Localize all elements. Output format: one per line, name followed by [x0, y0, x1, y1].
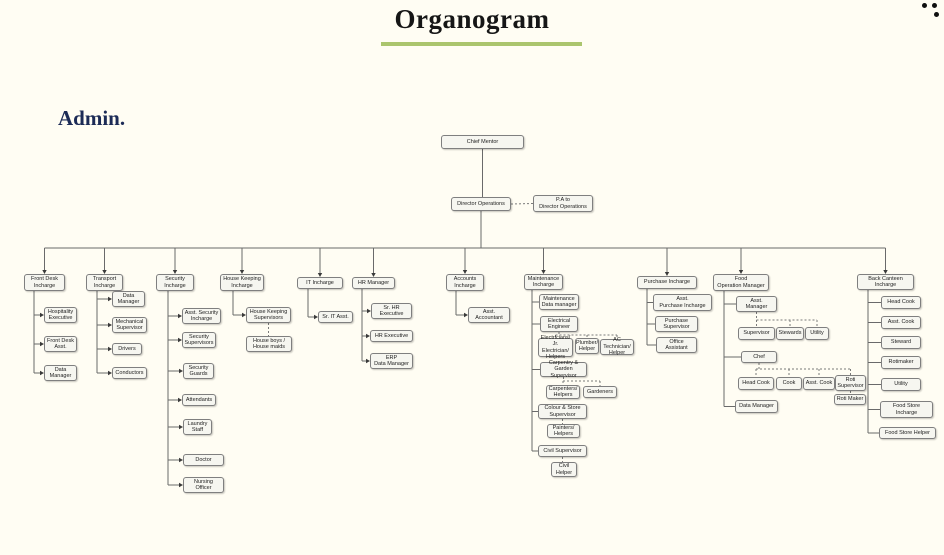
org-node-roti-supervisor: Roti Supervisor [835, 375, 866, 391]
org-node-maintenance-incharge: Maintenance Incharge [524, 274, 563, 290]
org-node-nursing-officer: Nursing Officer [183, 477, 224, 493]
org-node-civil-helper: Civil Helper [551, 462, 577, 477]
org-node-sr-it-asst: Sr. IT Asst. [318, 311, 353, 323]
org-node-carpenters-helpers: Carpenters/ Helpers [546, 385, 580, 399]
org-node-laundry-staff: Laundry Staff [183, 419, 212, 435]
more-options-dot-icon[interactable] [922, 3, 927, 8]
org-node-accounts-incharge: Accounts Incharge [446, 274, 484, 291]
org-node-food-data-manager: Data Manager [735, 400, 778, 413]
org-node-civil-supervisor: Civil Supervisor [538, 445, 587, 457]
org-node-painters-helpers: Painters/ Helpers [547, 424, 580, 438]
org-node-housekeeping-supervisors: House Keeping Supervisors [246, 307, 291, 323]
more-options-dot-icon[interactable] [934, 12, 939, 17]
org-node-security-incharge: Security Incharge [156, 274, 194, 291]
org-node-bc-head-cook: Head Cook [881, 296, 921, 309]
org-node-food-asst-manager: Asst. Manager [736, 296, 777, 312]
org-node-hospitality-executive: Hospitality Executive [44, 307, 77, 323]
org-node-food-head-cook: Head Cook [738, 377, 774, 390]
org-node-bc-asst-cook: Asst. Cook [881, 316, 921, 329]
org-node-sr-hr-executive: Sr. HR Executive [371, 303, 412, 319]
org-node-doctor: Doctor [183, 454, 224, 466]
org-node-drivers: Drivers [112, 343, 142, 355]
org-node-hr-manager: HR Manager [352, 277, 395, 289]
org-node-security-guards: Security Guards [183, 363, 214, 379]
org-node-hr-executive: HR Executive [370, 330, 413, 342]
org-node-chef: Chef [741, 351, 777, 363]
org-node-colour-store-supervisor: Colour & Store Supervisor [538, 404, 587, 419]
org-node-asst-accountant: Asst. Accountant [468, 307, 510, 323]
org-node-office-assistant: Office Assistant [656, 337, 697, 353]
org-node-conductors: Conductors [112, 367, 147, 379]
org-node-back-canteen-incharge: Back Canteen Incharge [857, 274, 914, 290]
org-node-chief-mentor: Chief Mentor [441, 135, 524, 149]
org-node-mechanical-supervisor: Mechanical Supervisor [112, 317, 147, 333]
org-node-erp-data-manager: ERP Data Manager [370, 353, 413, 369]
org-node-security-supervisors: Security Supervisors [182, 332, 216, 348]
page-title: Organogram [394, 4, 550, 34]
org-node-ac-technician-helper: AC Technician/ Helper [600, 337, 634, 356]
org-node-food-operation-manager: Food Operation Manager [713, 274, 769, 291]
org-node-transport-incharge: Transport Incharge [86, 274, 123, 291]
org-node-fd-data-manager: Data Manager [44, 365, 77, 381]
org-node-front-desk-incharge: Front Desk Incharge [24, 274, 65, 291]
org-node-tr-data-manager: Data Manager [112, 291, 145, 307]
org-node-purchase-incharge: Purchase Incharge [637, 276, 697, 289]
org-node-food-supervisor: Supervisor [738, 327, 775, 340]
org-node-housekeeping-incharge: House Keeping Incharge [220, 274, 264, 291]
org-node-purchase-supervisor: Purchase Supervisor [655, 316, 698, 332]
org-node-bc-rotimaker: Rotimaker [881, 356, 921, 369]
org-node-pa-to-director: P.A to Director Operations [533, 195, 593, 212]
org-node-attendants: Attendants [182, 394, 216, 406]
org-node-maintenance-data-manager: Maintenance Data manager [539, 294, 579, 310]
section-label-admin: Admin. [58, 106, 126, 130]
org-node-carpentry-garden-supervisor: Carpentry & Garden Supervisor [540, 360, 587, 379]
org-node-plumber-helper: Plumber/ Helper [575, 338, 599, 354]
org-node-stewards: Stewards [776, 327, 804, 340]
org-node-roti-maker: Roti Maker [834, 394, 866, 405]
org-node-bc-utility: Utility [881, 378, 921, 391]
org-node-director-operations: Director Operations [451, 197, 511, 211]
org-node-electrical-engineer: Electrical Engineer [540, 316, 578, 332]
org-node-it-incharge: IT Incharge [297, 277, 343, 289]
org-node-food-store-incharge: Food Store Incharge [880, 401, 933, 418]
title-underline [381, 42, 582, 46]
org-node-asst-security-incharge: Asst. Security Incharge [182, 308, 221, 324]
org-node-gardeners: Gardeners [583, 386, 617, 398]
org-node-food-store-helper: Food Store Helper [879, 427, 936, 439]
org-node-house-boys-maids: House boys / House maids [246, 336, 292, 352]
org-node-cook: Cook [776, 377, 802, 390]
org-node-bc-steward: Steward [881, 336, 921, 349]
more-options-dot-icon[interactable] [932, 3, 937, 8]
org-node-food-utility: Utility [805, 327, 829, 340]
org-node-front-desk-asst: Front Desk Asst. [44, 336, 77, 352]
org-node-food-asst-cook: Asst. Cook [803, 377, 835, 390]
org-node-electricians-helpers: Electricians/ Jr. Electrician/ Helpers [538, 335, 573, 360]
org-node-asst-purchase-incharge: Asst. Purchase Incharge [653, 294, 712, 311]
